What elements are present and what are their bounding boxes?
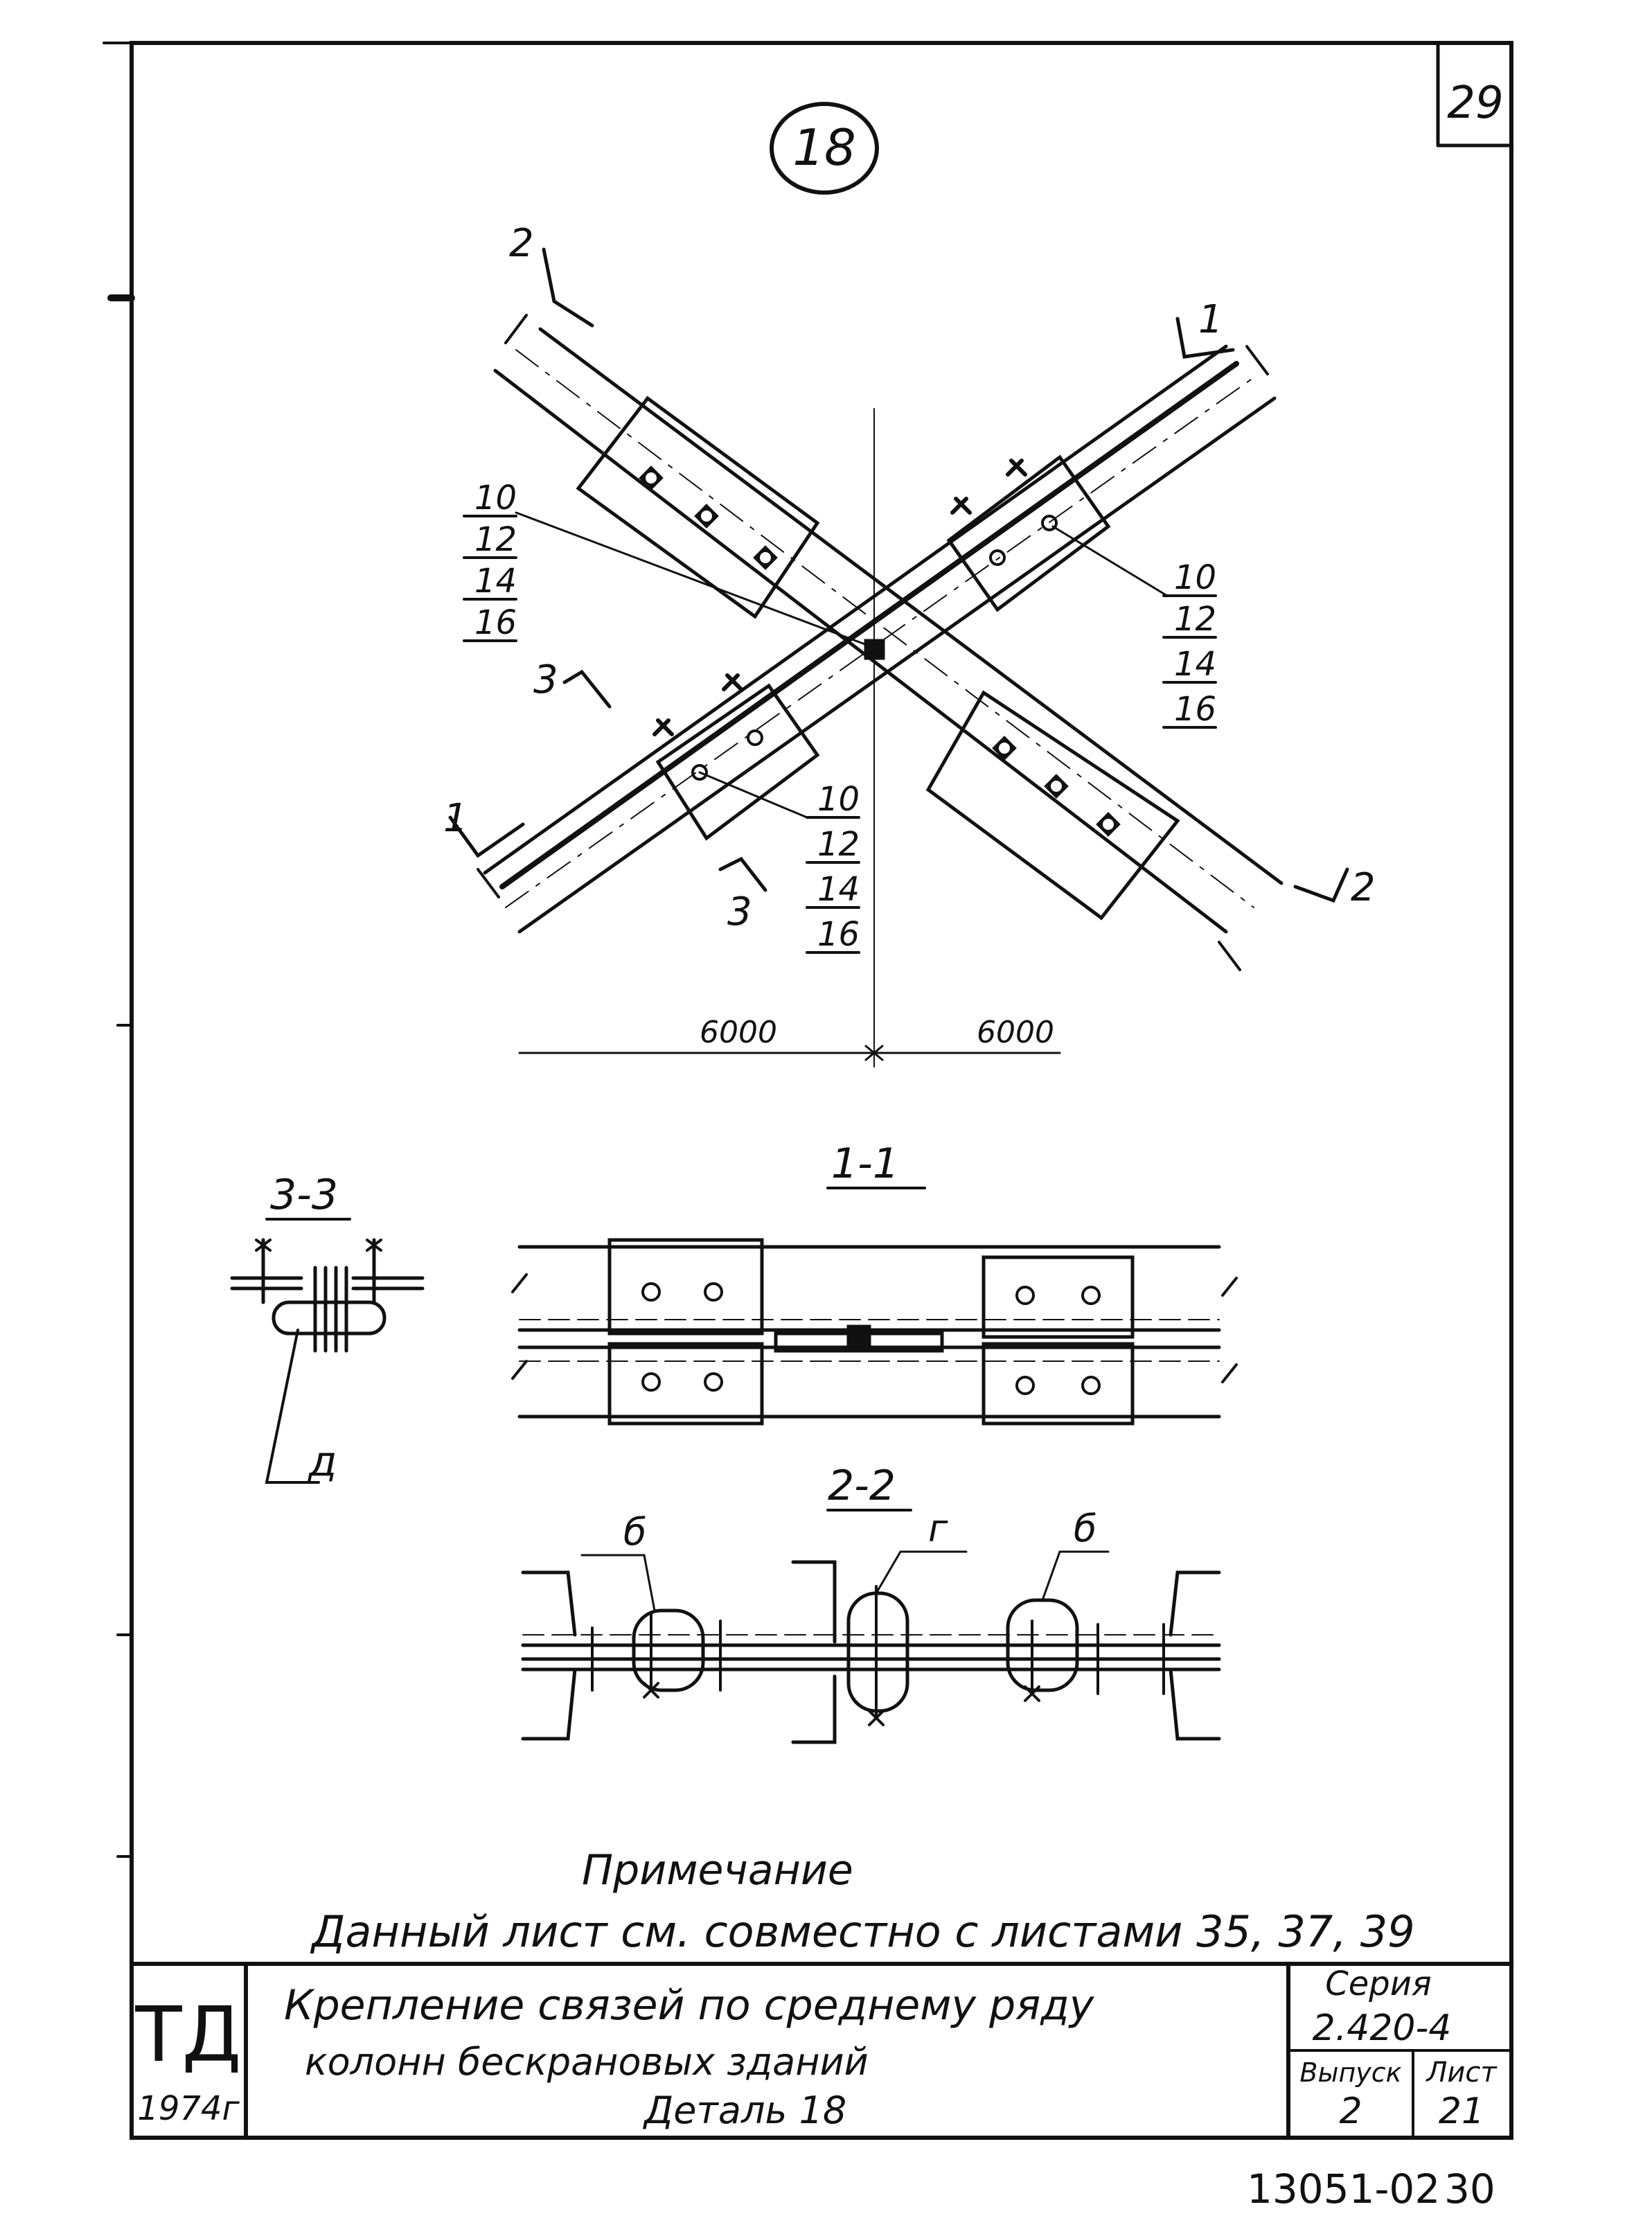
section-2-2-label-right: б: [1074, 1507, 1096, 1550]
detail-mark: 18: [792, 118, 856, 177]
title-line-1: Крепление связей по среднему ряду: [284, 1981, 1095, 2030]
section-3-3-drawing: [230, 1218, 425, 1484]
section-3-3-label: д: [308, 1437, 337, 1486]
detail-circle: [770, 102, 879, 195]
section-mark-3b: 3: [727, 889, 752, 934]
sheet-frame: [103, 41, 1513, 2140]
title-block-frame: [130, 1962, 1513, 2140]
series-label: Серия: [1325, 1965, 1432, 2003]
title-line-2: колонн бескрановых зданий: [305, 2040, 869, 2084]
issue-value: 2: [1339, 2091, 1362, 2132]
section-mark-1a: 1: [1198, 297, 1223, 342]
note-heading: Примечание: [582, 1846, 853, 1895]
callout-right-12: 12: [1174, 600, 1216, 639]
section-2-2-label-left: б: [623, 1510, 646, 1554]
sheet-number-box: [1436, 41, 1513, 148]
dimension-right: 6000: [977, 1015, 1054, 1050]
section-mark-2b: 2: [1351, 865, 1376, 910]
section-2-2-title: 2-2: [828, 1462, 896, 1510]
section-3-3-title: 3-3: [270, 1171, 338, 1219]
callout-left-16: 16: [474, 603, 517, 642]
title-line-3: Деталь 18: [643, 2089, 846, 2132]
title-block-org: ТД: [134, 1990, 241, 2079]
section-mark-1b: 1: [443, 796, 468, 841]
dimension-left: 6000: [700, 1015, 777, 1050]
issue-label: Выпуск: [1299, 2057, 1401, 2088]
callout-right-10: 10: [1174, 558, 1216, 597]
callout-bottom-10: 10: [817, 780, 860, 819]
plan-view: [448, 247, 1349, 1067]
sheet-value: 21: [1439, 2091, 1484, 2132]
section-2-2-label-mid: г: [928, 1507, 948, 1550]
inventory-suffix: 30: [1444, 2165, 1495, 2213]
callout-left-12: 12: [474, 520, 517, 559]
callout-left-14: 14: [474, 562, 517, 601]
section-mark-3a: 3: [533, 657, 558, 702]
callout-left-10: 10: [474, 479, 517, 517]
callout-bottom-12: 12: [817, 825, 860, 864]
callout-right-14: 14: [1174, 645, 1216, 684]
section-1-1-drawing: [511, 1187, 1238, 1426]
sheet-label: Лист: [1425, 2057, 1498, 2089]
section-1-1-title: 1-1: [831, 1140, 899, 1188]
callout-bottom-16: 16: [817, 915, 860, 954]
inventory-number: 13051-02: [1247, 2165, 1440, 2213]
callout-bottom-14: 14: [817, 870, 860, 909]
note-text: Данный лист см. совместно с листами 35, …: [310, 1906, 1415, 1957]
title-block-year: 1974г: [137, 2089, 240, 2128]
series-value: 2.420-4: [1313, 2007, 1452, 2049]
sheet-number: 29: [1447, 78, 1503, 129]
callout-right-16: 16: [1174, 690, 1216, 729]
section-2-2-drawing: [521, 1509, 1221, 1744]
section-mark-2a: 2: [509, 221, 534, 266]
